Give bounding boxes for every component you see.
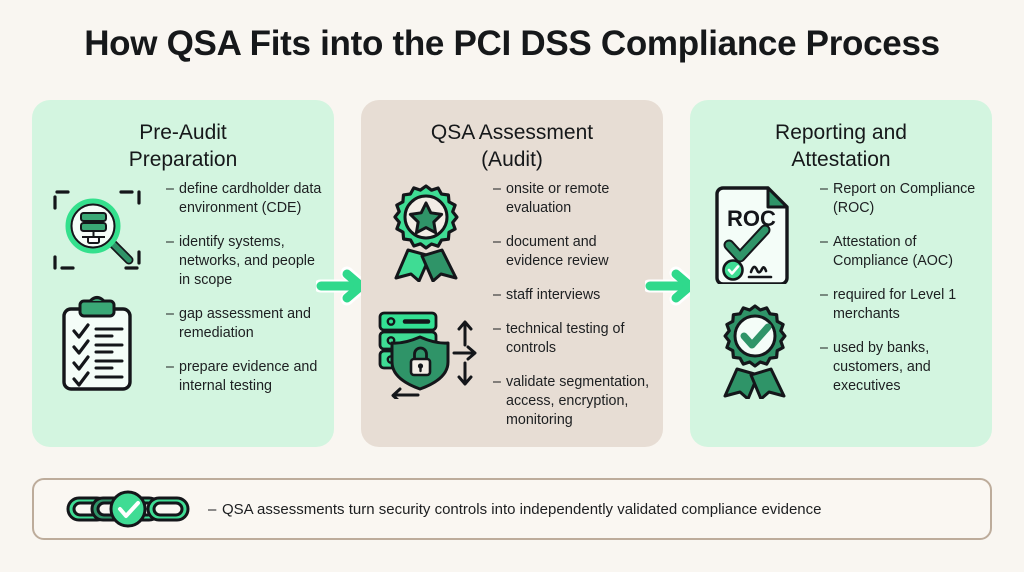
list-item-text: staff interviews [506,287,601,303]
bullet-dash: – [166,181,174,197]
list-item-text: Report on Compliance (ROC) [833,181,976,216]
bullet-dash: – [166,359,174,375]
award-rosette-star-icon [378,182,474,287]
list-item-text: technical testing of controls [506,321,625,356]
list-item: –identify systems, networks, and people … [166,233,322,290]
list-item-text: required for Level 1 merchants [833,287,957,322]
list-item: –validate segmentation, access, encrypti… [493,373,651,430]
panel-icon-column [32,182,162,400]
panel-icon-column: ROC [690,182,820,404]
panel-title-line2: Attestation [791,147,891,171]
panel-title: Pre-Audit Preparation [32,120,334,174]
panel-bullet-list: –define cardholder data environment (CDE… [166,180,322,396]
bullet-dash: – [208,500,217,518]
list-item-text: used by banks, customers, and executives [833,340,931,394]
chain-link-check-icon [64,489,194,529]
bullet-dash: – [820,287,828,303]
bullet-dash: – [820,340,828,356]
list-item-text: prepare evidence and internal testing [179,359,318,394]
list-item-text: document and evidence review [506,234,609,269]
list-item-text: define cardholder data environment (CDE) [179,181,322,216]
list-item-text: Attestation of Compliance (AOC) [833,234,953,269]
page-title: How QSA Fits into the PCI DSS Compliance… [84,24,940,63]
server-shield-lock-icon [372,309,480,404]
list-item: –prepare evidence and internal testing [166,358,322,396]
panel-bullet-list: –onsite or remote evaluation –document a… [493,180,651,430]
list-item: –used by banks, customers, and executive… [820,339,980,396]
bullet-dash: – [166,306,174,322]
list-item: –define cardholder data environment (CDE… [166,180,322,218]
list-item: –onsite or remote evaluation [493,180,651,218]
bullet-dash: – [820,181,828,197]
panel-title-line1: Pre-Audit [139,121,227,144]
award-rosette-check-icon [709,303,801,404]
panel-title: QSA Assessment (Audit) [361,120,663,174]
panel-title-line1: QSA Assessment [430,121,594,144]
bullet-dash: – [493,287,501,303]
list-item: –staff interviews [493,286,651,305]
footer-summary-text: –QSA assessments turn security controls … [208,501,822,518]
bullet-dash: – [493,234,501,250]
list-item: –gap assessment and remediation [166,305,322,343]
list-item-text: identify systems, networks, and people i… [179,234,315,288]
panel-title-line2: Preparation [128,147,238,171]
list-item: –document and evidence review [493,233,651,271]
panel-title-line1: Reporting and [775,121,907,144]
panel-qsa-assessment: QSA Assessment (Audit) [361,100,663,447]
footer-text-value: QSA assessments turn security controls i… [222,500,822,518]
roc-document-icon: ROC [709,182,801,289]
list-item: –technical testing of controls [493,320,651,358]
panel-title: Reporting and Attestation [690,120,992,174]
bullet-dash: – [493,321,501,337]
bullet-dash: – [820,234,828,250]
list-item-text: gap assessment and remediation [179,306,311,341]
panel-icon-column [361,182,491,404]
footer-summary-banner: –QSA assessments turn security controls … [32,478,992,540]
panel-reporting-attestation: Reporting and Attestation ROC [690,100,992,447]
bullet-dash: – [166,234,174,250]
list-item-text: onsite or remote evaluation [506,181,610,216]
bullet-dash: – [493,181,501,197]
panel-title-line2: (Audit) [481,147,543,171]
list-item: –Attestation of Compliance (AOC) [820,233,980,271]
list-item-text: validate segmentation, access, encryptio… [506,374,650,428]
panel-bullet-list: –Report on Compliance (ROC) –Attestation… [820,180,980,396]
panel-pre-audit-preparation: Pre-Audit Preparation [32,100,334,447]
checklist-clipboard-icon [52,295,142,400]
list-item: –required for Level 1 merchants [820,286,980,324]
bullet-dash: – [493,374,501,390]
scope-magnifier-icon [49,182,145,283]
list-item: –Report on Compliance (ROC) [820,180,980,218]
